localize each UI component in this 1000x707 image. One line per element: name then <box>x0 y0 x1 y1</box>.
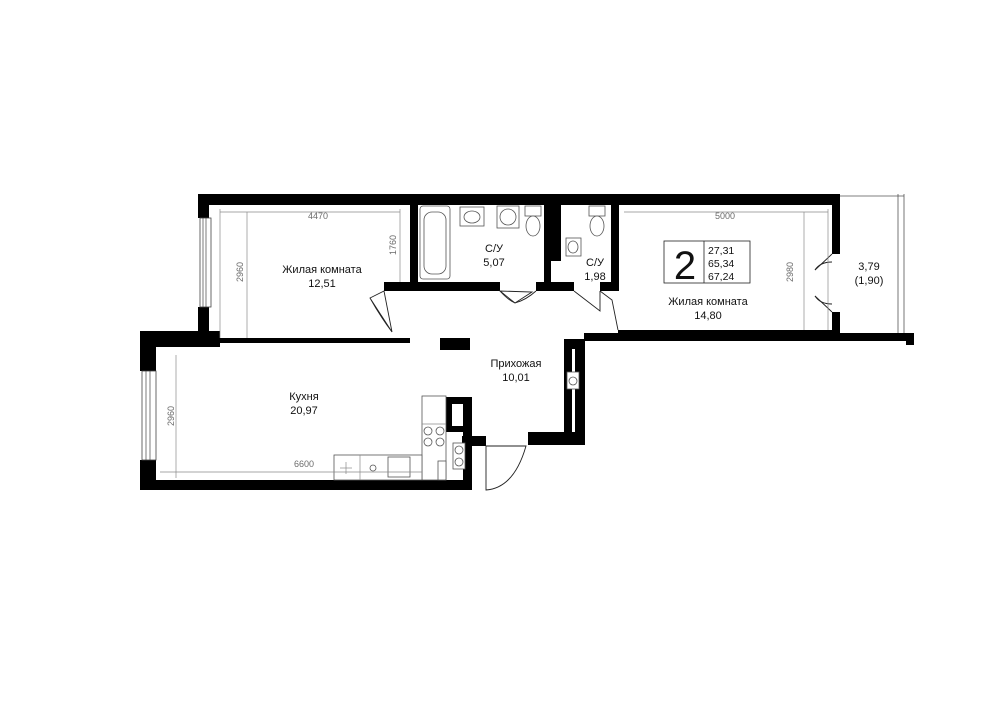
rooms-count: 2 <box>674 244 696 288</box>
area-legend: 2 27,31 65,34 67,24 <box>663 240 751 288</box>
room-area-wc: 1,98 <box>584 271 605 283</box>
room-name-wc: С/У <box>586 257 605 269</box>
windows <box>141 194 905 461</box>
balcony-reduced-area: (1,90) <box>855 275 884 287</box>
bath-fixtures <box>419 205 606 280</box>
dimension-labels: 4470 2960 1760 5000 2980 2960 6600 <box>166 211 795 469</box>
dim-kitchen-width: 6600 <box>294 459 314 469</box>
room-labels: Жилая комната 12,51 С/У 5,07 С/У 1,98 Жи… <box>282 243 883 417</box>
dim-room1-height: 2960 <box>235 262 245 282</box>
dim-room2-width: 5000 <box>715 211 735 221</box>
total-with-balcony-area: 67,24 <box>708 271 734 283</box>
room-name-living-2: Жилая комната <box>668 296 748 308</box>
room-area-bath: 5,07 <box>483 257 504 269</box>
walls <box>140 194 914 490</box>
dim-kitchen-height: 2960 <box>166 406 176 426</box>
room-area-living-2: 14,80 <box>694 310 722 322</box>
room-name-kitchen: Кухня <box>289 391 318 403</box>
room-name-bath: С/У <box>485 243 504 255</box>
room-area-kitchen: 20,97 <box>290 405 318 417</box>
dimension-lines <box>160 209 829 478</box>
dim-room2-height: 2980 <box>785 262 795 282</box>
doors <box>369 253 833 491</box>
room-name-living-1: Жилая комната <box>282 264 362 276</box>
room-area-hall: 10,01 <box>502 372 530 384</box>
balcony-area: 3,79 <box>858 261 879 273</box>
total-area: 65,34 <box>708 258 734 270</box>
room-area-living-1: 12,51 <box>308 278 336 290</box>
dim-bath-height: 1760 <box>388 235 398 255</box>
dim-room1-width: 4470 <box>308 211 328 221</box>
living-area: 27,31 <box>708 245 734 257</box>
room-name-hall: Прихожая <box>491 358 542 370</box>
